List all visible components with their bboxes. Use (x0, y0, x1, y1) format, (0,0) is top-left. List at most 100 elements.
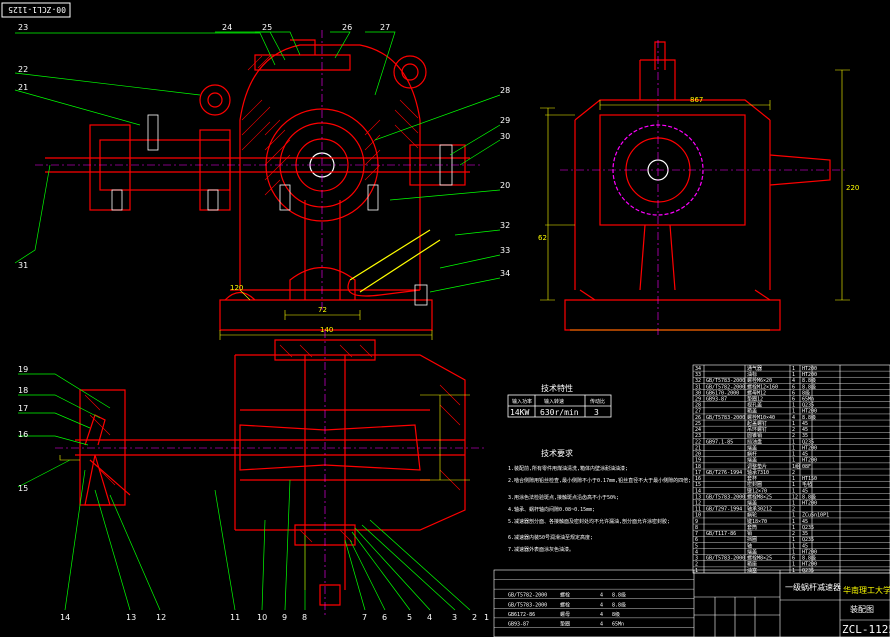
section-dimensions (59, 394, 470, 481)
parts-cell: 套杯 (747, 475, 757, 482)
title-cell: 8级 (612, 611, 620, 618)
callout-19: 19 (18, 365, 28, 374)
parts-cell: Q235 (802, 568, 814, 574)
parts-cell: 轴承7310 (747, 469, 769, 476)
parts-cell: GB6170-2000 (706, 390, 739, 396)
section-callouts-left: 19 18 17 16 15 (18, 365, 28, 493)
front-dimensions (219, 289, 433, 340)
parts-cell: 1 (792, 525, 795, 531)
tech-req-5: 5.减速器剖分面、各接触面及密封处均不允许漏油,剖分面允许涂密封胶; (508, 518, 670, 525)
parts-cell: 8.8级 (802, 377, 816, 384)
callout-5: 5 (407, 613, 412, 622)
parts-cell: 14 (695, 488, 701, 494)
callout-20: 31 (18, 261, 28, 270)
callout-29: 29 (500, 116, 510, 125)
parts-cell: HT200 (802, 458, 817, 464)
section-centerlines (55, 330, 485, 615)
parts-cell: 6 (695, 537, 698, 543)
dim-220: 220 (846, 184, 859, 192)
parts-cell: 1 (792, 488, 795, 494)
parts-cell: GB/T5782-2000 (706, 384, 745, 390)
callout-12: 12 (156, 613, 166, 622)
title-cell: GB93-87 (508, 621, 529, 627)
section-callouts-bottom: 14 13 12 11 10 9 8 7 6 5 4 3 2 1 (60, 613, 489, 622)
section-view (75, 339, 466, 606)
callout-3: 3 (452, 613, 457, 622)
title-cell: 4 (600, 593, 603, 599)
parts-cell: 31 (695, 384, 701, 390)
parts-cell: 密封圈 (747, 481, 762, 488)
tech-char-table: 技术特性 输入功率 输入转速 传动比 14KW 630r/min 3 (507, 383, 612, 418)
callout-28: 28 (500, 86, 510, 95)
tech-char-title: 技术特性 (541, 383, 573, 393)
drawing-number: ZCL-1125-00 (842, 623, 890, 636)
title-cell: 8.8级 (612, 592, 626, 599)
callout-21: 21 (18, 83, 28, 92)
title-cell: 垫圈 (560, 620, 570, 627)
parts-cell: 螺母M12 (747, 389, 766, 396)
callout-32: 32 (500, 221, 510, 230)
parts-cell: 螺栓M6×20 (747, 377, 772, 384)
title-cell: 螺栓 (560, 592, 570, 599)
parts-cell: 45 (802, 543, 808, 549)
parts-cell: 25 (695, 421, 701, 427)
callout-31: 20 (500, 181, 510, 190)
dim-140: 140 (320, 326, 333, 334)
parts-cell: 8级 (802, 389, 810, 396)
parts-cell: 34 (695, 366, 701, 372)
parts-cell: 套筒 (747, 524, 757, 531)
parts-cell: 10 (695, 513, 701, 519)
tech-req-2: 2.啮合侧隙用铅丝检查,最小侧隙不小于0.17mm,铅丝直径不大于最小侧隙的四倍… (508, 477, 691, 484)
parts-cell: 垫圈12 (747, 396, 763, 403)
title-cell: 螺栓 (560, 601, 570, 608)
parts-cell: 1 (792, 482, 795, 488)
parts-cell: Q235 (802, 537, 814, 543)
parts-cell: 1 (792, 568, 795, 574)
parts-cell: 32 (695, 378, 701, 384)
parts-cell: 45 (802, 488, 808, 494)
parts-cell: 端盖 (747, 548, 757, 555)
callout-33: 33 (500, 246, 510, 255)
callout-18: 18 (18, 386, 28, 395)
parts-cell: 12 (695, 501, 701, 507)
parts-cell: 1 (792, 439, 795, 445)
parts-cell: GB/T276-1994 (706, 470, 742, 476)
parts-cell: 2 (792, 427, 795, 433)
parts-cell: GB/T5783-2000 (706, 494, 745, 500)
callout-6: 6 (382, 613, 387, 622)
callout-26: 26 (342, 23, 352, 32)
callout-34: 34 (500, 269, 510, 278)
parts-cell: 键12×70 (747, 487, 767, 494)
parts-cell: 挡油盘 (747, 438, 762, 445)
parts-cell: 油标 (747, 371, 757, 378)
callout-30: 30 (500, 132, 510, 141)
parts-cell: 1 (792, 403, 795, 409)
parts-cell: 1 (792, 421, 795, 427)
callout-13: 13 (126, 613, 136, 622)
parts-cell: 毛毡 (802, 481, 812, 488)
title-cell: GB6172-86 (508, 612, 535, 618)
parts-cell: 16 (695, 476, 701, 482)
parts-cell: 65Mn (802, 397, 814, 403)
parts-cell: 45 (802, 452, 808, 458)
parts-cell: 45 (802, 519, 808, 525)
parts-cell: 1 (792, 513, 795, 519)
parts-cell: 2 (792, 507, 795, 513)
parts-cell: 6 (792, 397, 795, 403)
parts-cell: 端盖 (747, 457, 757, 464)
callout-1: 1 (484, 613, 489, 622)
callout-15: 15 (18, 484, 28, 493)
parts-cell: 螺栓M12×160 (747, 383, 778, 390)
callout-10: 10 (257, 613, 267, 622)
parts-cell: 螺栓M10×40 (747, 414, 775, 421)
parts-cell: 45 (802, 421, 808, 427)
parts-cell: 8.8级 (802, 555, 816, 562)
callout-11: 11 (230, 613, 240, 622)
side-centerlines (560, 40, 845, 335)
callout-16: 16 (18, 430, 28, 439)
side-dimensions (540, 69, 850, 331)
